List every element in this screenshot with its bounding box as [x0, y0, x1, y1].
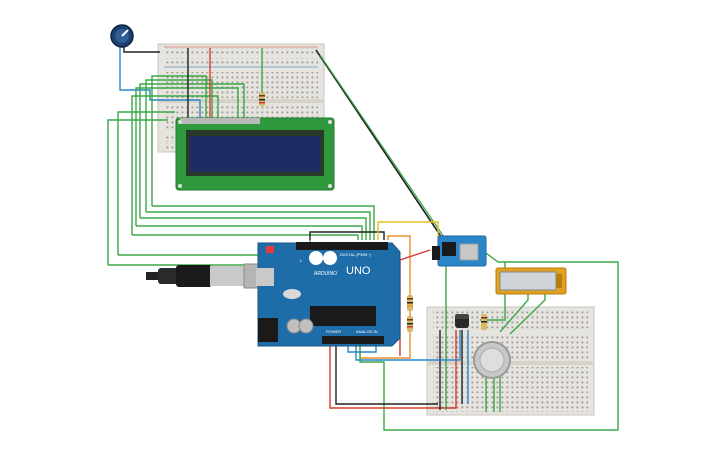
power-pins-label: POWER	[326, 329, 341, 334]
led-label: L	[300, 258, 303, 263]
usb-cable-icon[interactable]	[146, 263, 275, 289]
resistor-mid-1[interactable]	[407, 295, 413, 311]
resistor-top[interactable]	[259, 92, 265, 106]
resistor-mid-2[interactable]	[407, 316, 413, 332]
resistor-bottom[interactable]	[481, 314, 487, 330]
arduino-logo-text: ARDUINO	[314, 271, 337, 277]
gas-sensor-icon[interactable]	[473, 341, 511, 379]
arduino-uno-board[interactable]: ARDUINO UNO DIGITAL (PWM~) POWER ANALOG …	[256, 242, 401, 347]
digital-pins-label: DIGITAL (PWM~)	[340, 252, 372, 257]
potentiometer-knob-icon[interactable]	[110, 24, 134, 48]
relay-module[interactable]	[495, 267, 567, 295]
esp8266-wifi-module[interactable]	[432, 235, 487, 267]
lcd-16x2-display[interactable]	[175, 117, 335, 191]
analog-pins-label: ANALOG IN	[356, 329, 378, 334]
arduino-brand-label: UNO	[346, 265, 371, 277]
temperature-sensor-icon[interactable]	[455, 314, 469, 328]
